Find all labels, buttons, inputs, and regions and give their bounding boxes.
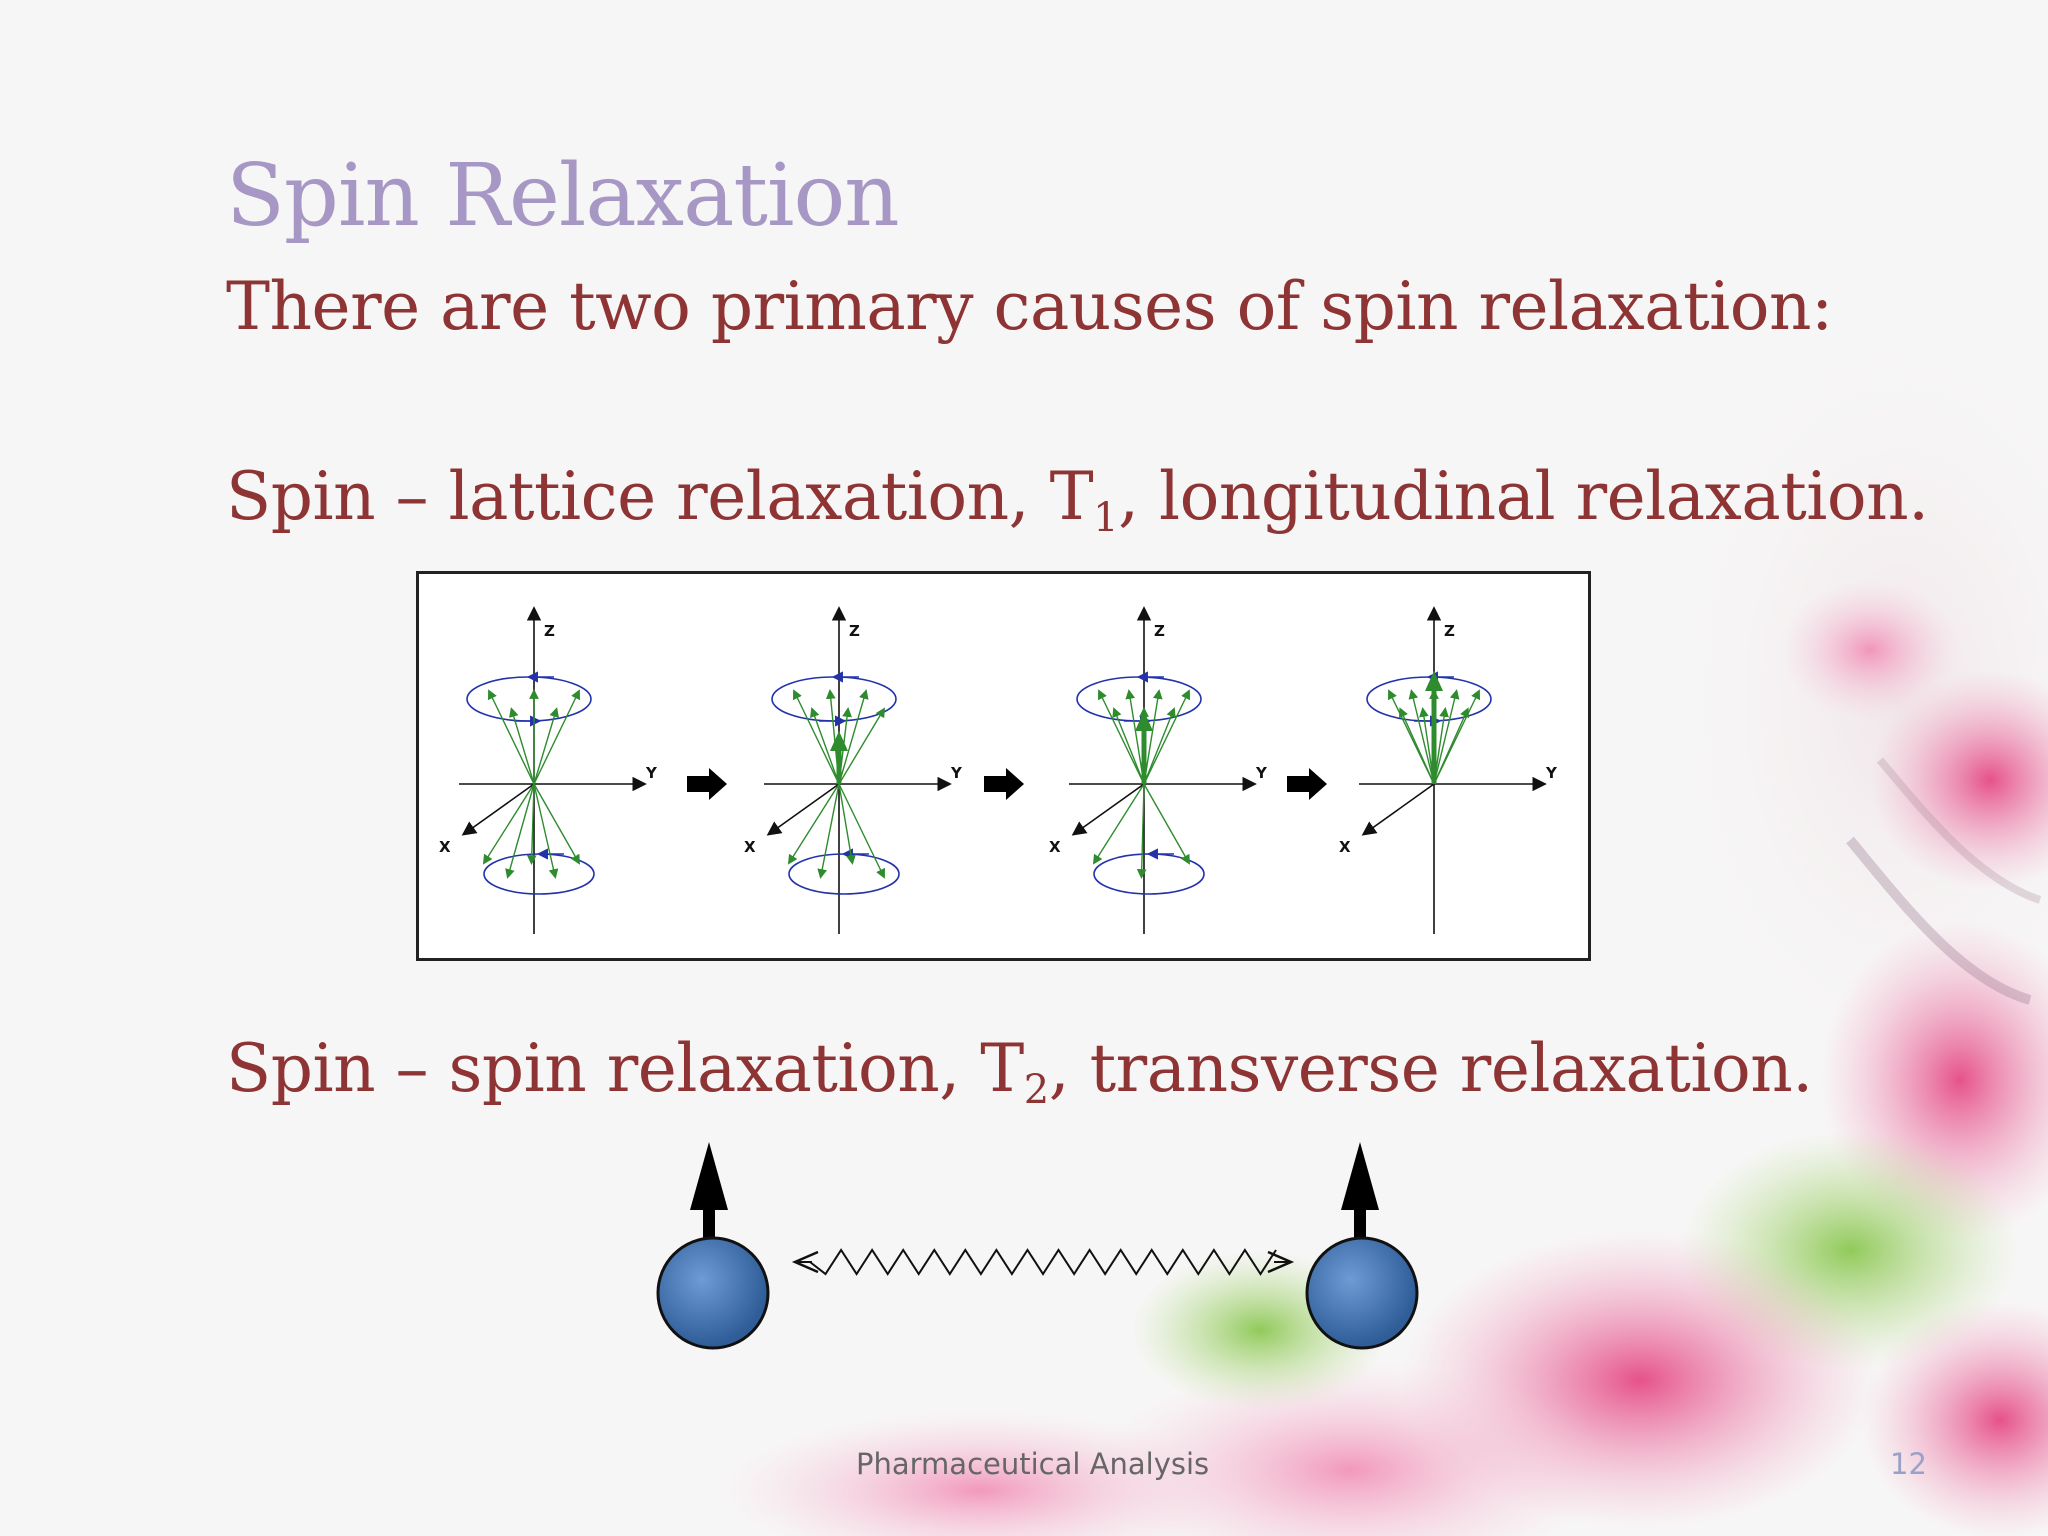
y-axis-label: Y — [1545, 764, 1558, 782]
spin-vector — [1143, 689, 1190, 785]
spin-vector — [1098, 689, 1145, 785]
transition-arrow — [1287, 768, 1327, 800]
spin-vector — [838, 689, 869, 785]
spin-vector — [533, 783, 580, 865]
intro-text: There are two primary causes of spin rel… — [226, 268, 1833, 345]
spin-spin-prefix: Spin – spin relaxation, T — [226, 1030, 1024, 1107]
spin-vector — [1433, 689, 1460, 785]
y-axis-label: Y — [950, 764, 963, 782]
slide-title: Spin Relaxation — [226, 146, 900, 246]
spin-vector — [1092, 783, 1145, 865]
spin-vector — [488, 689, 535, 785]
spin-vector — [1433, 689, 1480, 785]
x-axis — [461, 783, 535, 836]
page-number: 12 — [1890, 1447, 1927, 1481]
z-axis-label: Z — [544, 622, 555, 640]
spin-vector — [793, 689, 840, 785]
spin-vector — [533, 783, 559, 879]
x-axis — [1361, 783, 1435, 836]
net-magnetization-head — [1135, 711, 1153, 731]
transition-arrow — [984, 768, 1024, 800]
spin-lattice-suffix: , longitudinal relaxation. — [1118, 458, 1929, 535]
net-magnetization-head — [1425, 671, 1443, 691]
spin-vector — [526, 783, 537, 865]
x-axis-label: X — [1049, 838, 1061, 856]
transition-arrow — [687, 768, 727, 800]
spin-vector — [1398, 707, 1435, 785]
upper-precession-loop — [1076, 676, 1202, 722]
spin-vector — [787, 783, 840, 865]
spin-vector — [1143, 783, 1190, 865]
footer-text: Pharmaceutical Analysis — [856, 1447, 1210, 1481]
right-nucleus — [1305, 1236, 1419, 1350]
x-axis-label: X — [744, 838, 756, 856]
spin-vector — [1112, 707, 1145, 785]
upper-precession-loop — [771, 676, 897, 722]
spin-vector — [533, 707, 559, 785]
spin-lattice-heading: Spin – lattice relaxation, T1, longitudi… — [226, 458, 1929, 538]
spin-spin-suffix: , transverse relaxation. — [1048, 1030, 1814, 1107]
spin-vector — [482, 783, 535, 865]
spin-vector — [1408, 689, 1435, 785]
spin-vector — [838, 783, 885, 879]
net-magnetization-head — [830, 731, 848, 751]
y-axis-label: Y — [645, 764, 658, 782]
spin-vector — [1143, 707, 1176, 785]
spin-lattice-prefix: Spin – lattice relaxation, T — [226, 458, 1094, 535]
spin-lattice-diagram: Z Y X Z Y X Z Y X Z Y X — [416, 571, 1591, 961]
x-axis — [1071, 783, 1145, 836]
spin-lattice-subscript: 1 — [1093, 495, 1119, 541]
spin-spin-heading: Spin – spin relaxation, T2, transverse r… — [226, 1030, 1814, 1110]
precession-panels: Z Y X Z Y X Z Y X Z Y X — [439, 606, 1558, 934]
z-axis-label: Z — [849, 622, 860, 640]
spin-spin-subscript: 2 — [1023, 1067, 1049, 1113]
x-axis-label: X — [1339, 838, 1351, 856]
x-axis — [766, 783, 840, 836]
spin-vector — [533, 689, 580, 785]
z-axis-label: Z — [1154, 622, 1165, 640]
spin-vector — [505, 783, 535, 879]
spin-vector — [838, 707, 886, 785]
left-nucleus — [656, 1236, 770, 1350]
spin-vector — [509, 707, 535, 785]
y-axis-label: Y — [1255, 764, 1268, 782]
z-axis-label: Z — [1444, 622, 1455, 640]
spin-vector — [810, 707, 840, 785]
spin-vector — [817, 783, 840, 879]
spin-vector — [1136, 783, 1147, 879]
x-axis-label: X — [439, 838, 451, 856]
spin-vector — [838, 783, 856, 865]
upper-precession-loop — [466, 676, 592, 722]
spin-spin-illustration — [656, 1142, 1419, 1350]
interaction-wave — [809, 1248, 1277, 1276]
